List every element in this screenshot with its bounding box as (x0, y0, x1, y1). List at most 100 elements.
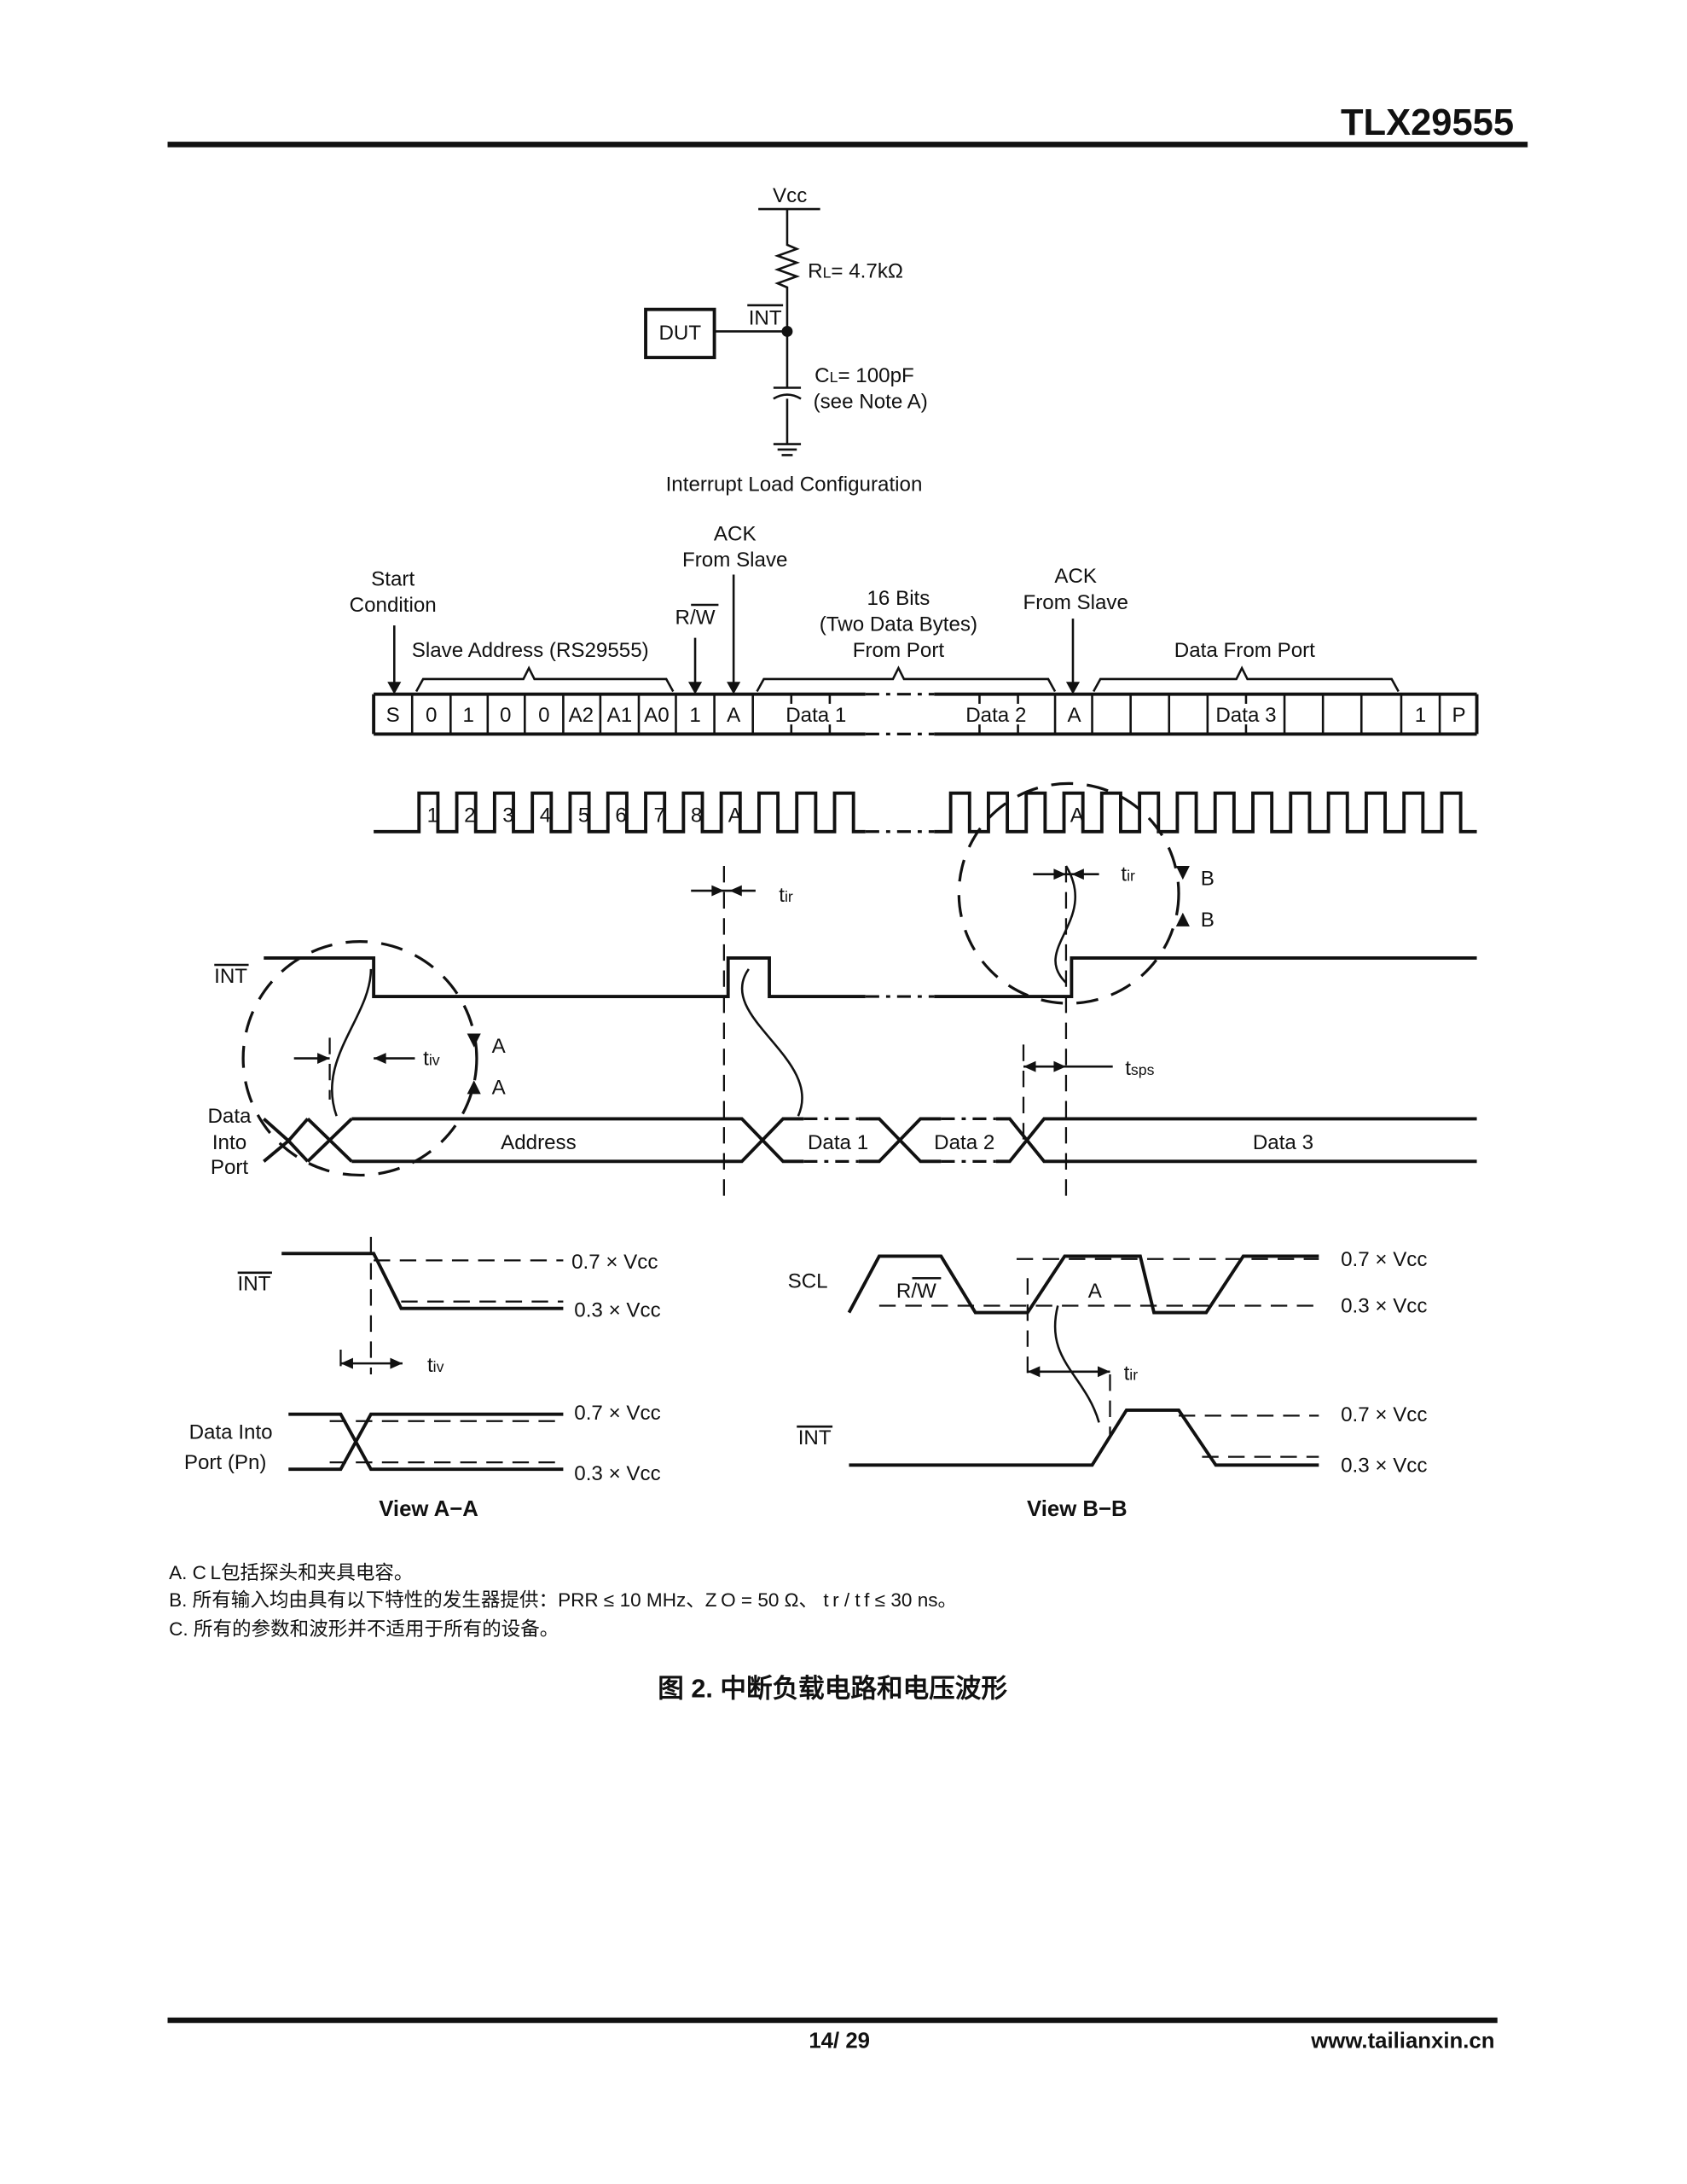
i2c-frame: S 0 1 0 0 A2 A1 A0 1 A Data 1 Data 2 A D… (372, 692, 1479, 736)
svg-text:INT: INT (214, 965, 247, 988)
svg-text:1: 1 (463, 704, 474, 727)
svg-text:C. 所有的参数和波形并不适用于所有的设备。: C. 所有的参数和波形并不适用于所有的设备。 (169, 1618, 559, 1640)
svg-text:From Port: From Port (853, 639, 945, 662)
svg-text:tir: tir (1124, 1362, 1139, 1385)
view-b-b: SCL R/W A 0.7 × Vcc 0.3 × Vcc tir INT 0.… (788, 1248, 1428, 1521)
svg-text:B: B (1201, 868, 1215, 891)
svg-text:1: 1 (689, 704, 700, 727)
svg-text:A: A (1088, 1280, 1103, 1303)
rl-label: RL= 4.7kΩ (808, 260, 903, 283)
svg-text:0.3 × Vcc: 0.3 × Vcc (574, 1298, 660, 1321)
svg-text:From Slave: From Slave (1023, 591, 1128, 614)
svg-text:R/W: R/W (896, 1280, 936, 1303)
timing-annotations: tiv tir tir tsps A A B B (241, 781, 1215, 1203)
svg-text:4: 4 (540, 804, 551, 827)
svg-text:0: 0 (500, 704, 511, 727)
svg-text:tsps: tsps (1125, 1057, 1154, 1080)
svg-text:A1: A1 (607, 704, 633, 727)
dut-label: DUT (658, 322, 701, 345)
svg-text:5: 5 (578, 804, 589, 827)
svg-text:0.7 × Vcc: 0.7 × Vcc (1341, 1248, 1427, 1271)
junction-dot (781, 326, 793, 337)
svg-text:A0: A0 (644, 704, 670, 727)
svg-text:Address: Address (501, 1131, 577, 1154)
vcc-label: Vcc (773, 184, 807, 207)
svg-text:Data Into: Data Into (189, 1421, 273, 1444)
interrupt-load-circuit: Vcc RL= 4.7kΩ DUT INT CL= 100pF (see Not… (644, 184, 928, 496)
svg-text:A: A (728, 804, 743, 827)
svg-text:INT: INT (798, 1426, 832, 1449)
view-b-circle (957, 781, 1180, 1005)
data-into-port-waveform: Data Into Port Address Data 1 Data 2 Dat… (207, 1105, 1477, 1179)
svg-text:A: A (727, 704, 741, 727)
svg-text:0.3 × Vcc: 0.3 × Vcc (574, 1462, 660, 1485)
svg-text:Into: Into (212, 1131, 246, 1154)
svg-text:0.3 × Vcc: 0.3 × Vcc (1341, 1295, 1427, 1318)
svg-text:A: A (1068, 704, 1082, 727)
svg-text:tiv: tiv (427, 1354, 444, 1377)
svg-text:16 Bits: 16 Bits (867, 587, 930, 610)
circuit-caption: Interrupt Load Configuration (666, 473, 923, 496)
svg-text:Port: Port (211, 1156, 249, 1179)
svg-text:Start: Start (371, 567, 415, 590)
dut-box (644, 307, 716, 359)
svg-text:0.3 × Vcc: 0.3 × Vcc (1341, 1454, 1427, 1477)
svg-text:Data From Port: Data From Port (1174, 639, 1315, 662)
svg-text:A2: A2 (569, 704, 594, 727)
svg-text:INT: INT (238, 1273, 271, 1296)
svg-text:ACK: ACK (714, 522, 757, 545)
svg-text:1: 1 (1415, 704, 1426, 727)
svg-text:ACK: ACK (1054, 565, 1097, 588)
int-waveform: INT (214, 956, 1477, 998)
svg-text:0.7 × Vcc: 0.7 × Vcc (1341, 1403, 1427, 1426)
svg-text:R/W: R/W (675, 607, 716, 630)
page-number: 14/ 29 (809, 2029, 870, 2053)
website-link[interactable]: www.tailianxin.cn (1310, 2029, 1494, 2053)
svg-text:Data 1: Data 1 (786, 704, 846, 727)
svg-text:View B−B: View B−B (1027, 1497, 1128, 1521)
svg-text:Data 2: Data 2 (934, 1131, 994, 1154)
svg-text:From Slave: From Slave (682, 549, 787, 572)
frame-annotations: ACK From Slave Start Condition R/W 16 Bi… (350, 522, 1400, 694)
svg-text:Condition: Condition (350, 594, 437, 617)
svg-text:7: 7 (653, 804, 664, 827)
svg-text:Slave Address (RS29555): Slave Address (RS29555) (412, 639, 649, 662)
svg-text:Data 1: Data 1 (808, 1131, 868, 1154)
svg-text:A. C L包括探头和夹具电容。: A. C L包括探头和夹具电容。 (169, 1562, 413, 1583)
svg-text:S: S (386, 704, 400, 727)
svg-text:A: A (1070, 804, 1085, 827)
svg-text:(Two Data Bytes): (Two Data Bytes) (820, 613, 977, 636)
svg-text:Data 3: Data 3 (1215, 704, 1276, 727)
svg-text:6: 6 (615, 804, 626, 827)
svg-text:3: 3 (502, 804, 513, 827)
svg-text:Data: Data (207, 1105, 252, 1128)
svg-text:Port (Pn): Port (Pn) (184, 1451, 267, 1474)
svg-text:tir: tir (1121, 863, 1135, 886)
view-a-circle (241, 940, 478, 1177)
scl-clock: 1 2 3 4 5 6 7 8 A A (374, 791, 1477, 834)
int-label: INT (749, 306, 782, 329)
circuit-wires (758, 207, 820, 456)
svg-text:0.7 × Vcc: 0.7 × Vcc (571, 1251, 658, 1274)
svg-text:A: A (492, 1035, 507, 1058)
svg-text:SCL: SCL (788, 1270, 828, 1293)
part-number: TLX29555 (1341, 102, 1514, 143)
svg-text:B. 所有输入均由具有以下特性的发生器提供：PRR ≤ 10: B. 所有输入均由具有以下特性的发生器提供：PRR ≤ 10 MHz、Z O =… (169, 1589, 957, 1611)
view-a-a: INT 0.7 × Vcc 0.3 × Vcc tiv Data Into Po… (184, 1236, 661, 1521)
svg-text:1: 1 (427, 804, 438, 827)
svg-text:tiv: tiv (423, 1048, 440, 1071)
svg-text:0.7 × Vcc: 0.7 × Vcc (574, 1402, 660, 1425)
svg-text:tir: tir (779, 884, 793, 907)
svg-text:B: B (1201, 909, 1215, 932)
svg-text:8: 8 (691, 804, 702, 827)
svg-text:P: P (1452, 704, 1466, 727)
svg-text:View A−A: View A−A (379, 1497, 478, 1521)
notes: A. C L包括探头和夹具电容。 B. 所有输入均由具有以下特性的发生器提供：P… (169, 1562, 957, 1640)
svg-text:0: 0 (538, 704, 549, 727)
figure-caption: 图 2. 中断负载电路和电压波形 (658, 1675, 1007, 1704)
svg-text:Data 3: Data 3 (1253, 1131, 1313, 1154)
svg-text:Data 2: Data 2 (965, 704, 1026, 727)
svg-text:A: A (492, 1076, 507, 1099)
cl-label: CL= 100pF (815, 364, 914, 387)
